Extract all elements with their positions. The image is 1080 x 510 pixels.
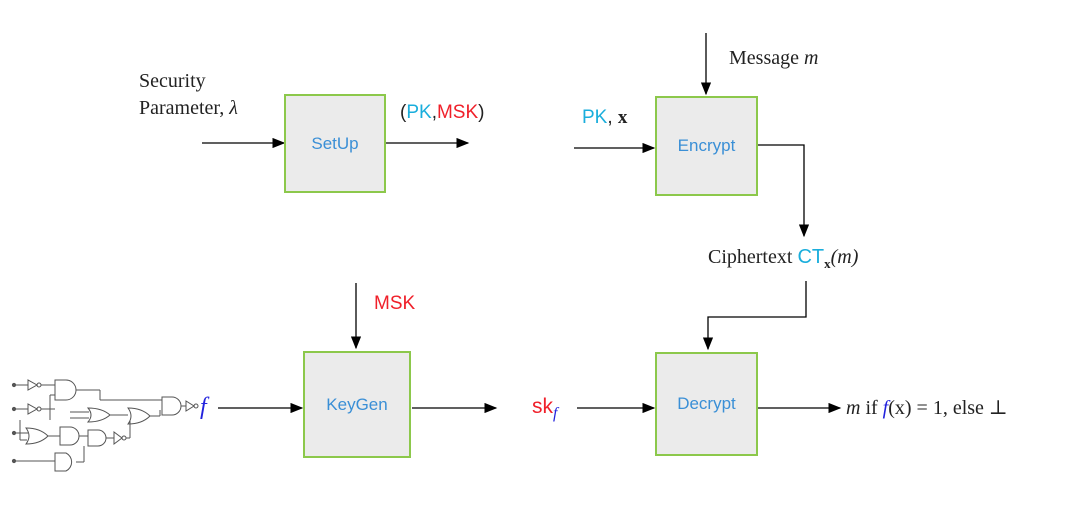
output-m: m bbox=[846, 397, 861, 419]
encrypt-box: Encrypt bbox=[655, 96, 758, 196]
setup-box: SetUp bbox=[284, 94, 386, 193]
output-f: f bbox=[882, 397, 889, 419]
logic-circuit-icon bbox=[11, 379, 199, 472]
ciphertext-label: Ciphertext CTx(m) bbox=[708, 246, 859, 271]
sk-symbol: sk bbox=[532, 395, 553, 418]
decrypt-output-label: m if f(x) = 1, else ⊥ bbox=[846, 395, 1008, 420]
ct-sub: x bbox=[824, 256, 831, 271]
parameter-label: Parameter, λ bbox=[139, 97, 238, 120]
message-label: Message m bbox=[729, 47, 818, 70]
setup-pk: PK bbox=[406, 102, 432, 123]
message-text: Message bbox=[729, 47, 804, 69]
output-rest: (x) = 1, else ⊥ bbox=[888, 397, 1008, 419]
sk-f-label: skf bbox=[532, 395, 558, 422]
pk-x-label: PK, x bbox=[582, 107, 627, 129]
parameter-text: Parameter, bbox=[139, 97, 230, 119]
paren-open: ( bbox=[400, 102, 407, 123]
lambda-symbol: λ bbox=[229, 97, 238, 119]
ct-symbol: CT bbox=[797, 246, 825, 268]
ciphertext-text: Ciphertext bbox=[708, 246, 798, 268]
f-label: f bbox=[200, 394, 207, 420]
setup-comma: , bbox=[431, 102, 437, 123]
security-line1: Security bbox=[139, 70, 206, 92]
sk-sub: f bbox=[553, 405, 558, 422]
pk-x-x: x bbox=[617, 107, 628, 128]
security-label: Security bbox=[139, 70, 206, 93]
output-if: if bbox=[860, 397, 883, 419]
paren-close: ) bbox=[478, 102, 485, 123]
ct-arg: (m) bbox=[830, 246, 859, 268]
pk-x-comma: , bbox=[607, 107, 618, 128]
setup-msk: MSK bbox=[436, 102, 479, 123]
message-var: m bbox=[803, 47, 819, 69]
pk-x-pk: PK bbox=[582, 107, 608, 128]
arrow-ciphertext-to-decrypt bbox=[702, 281, 807, 351]
setup-output-label: (PK,MSK) bbox=[400, 102, 484, 124]
keygen-msk-label: MSK bbox=[374, 293, 416, 314]
keygen-box: KeyGen bbox=[303, 351, 411, 458]
decrypt-box: Decrypt bbox=[655, 352, 758, 456]
arrow-encrypt-to-ciphertext bbox=[757, 144, 810, 238]
